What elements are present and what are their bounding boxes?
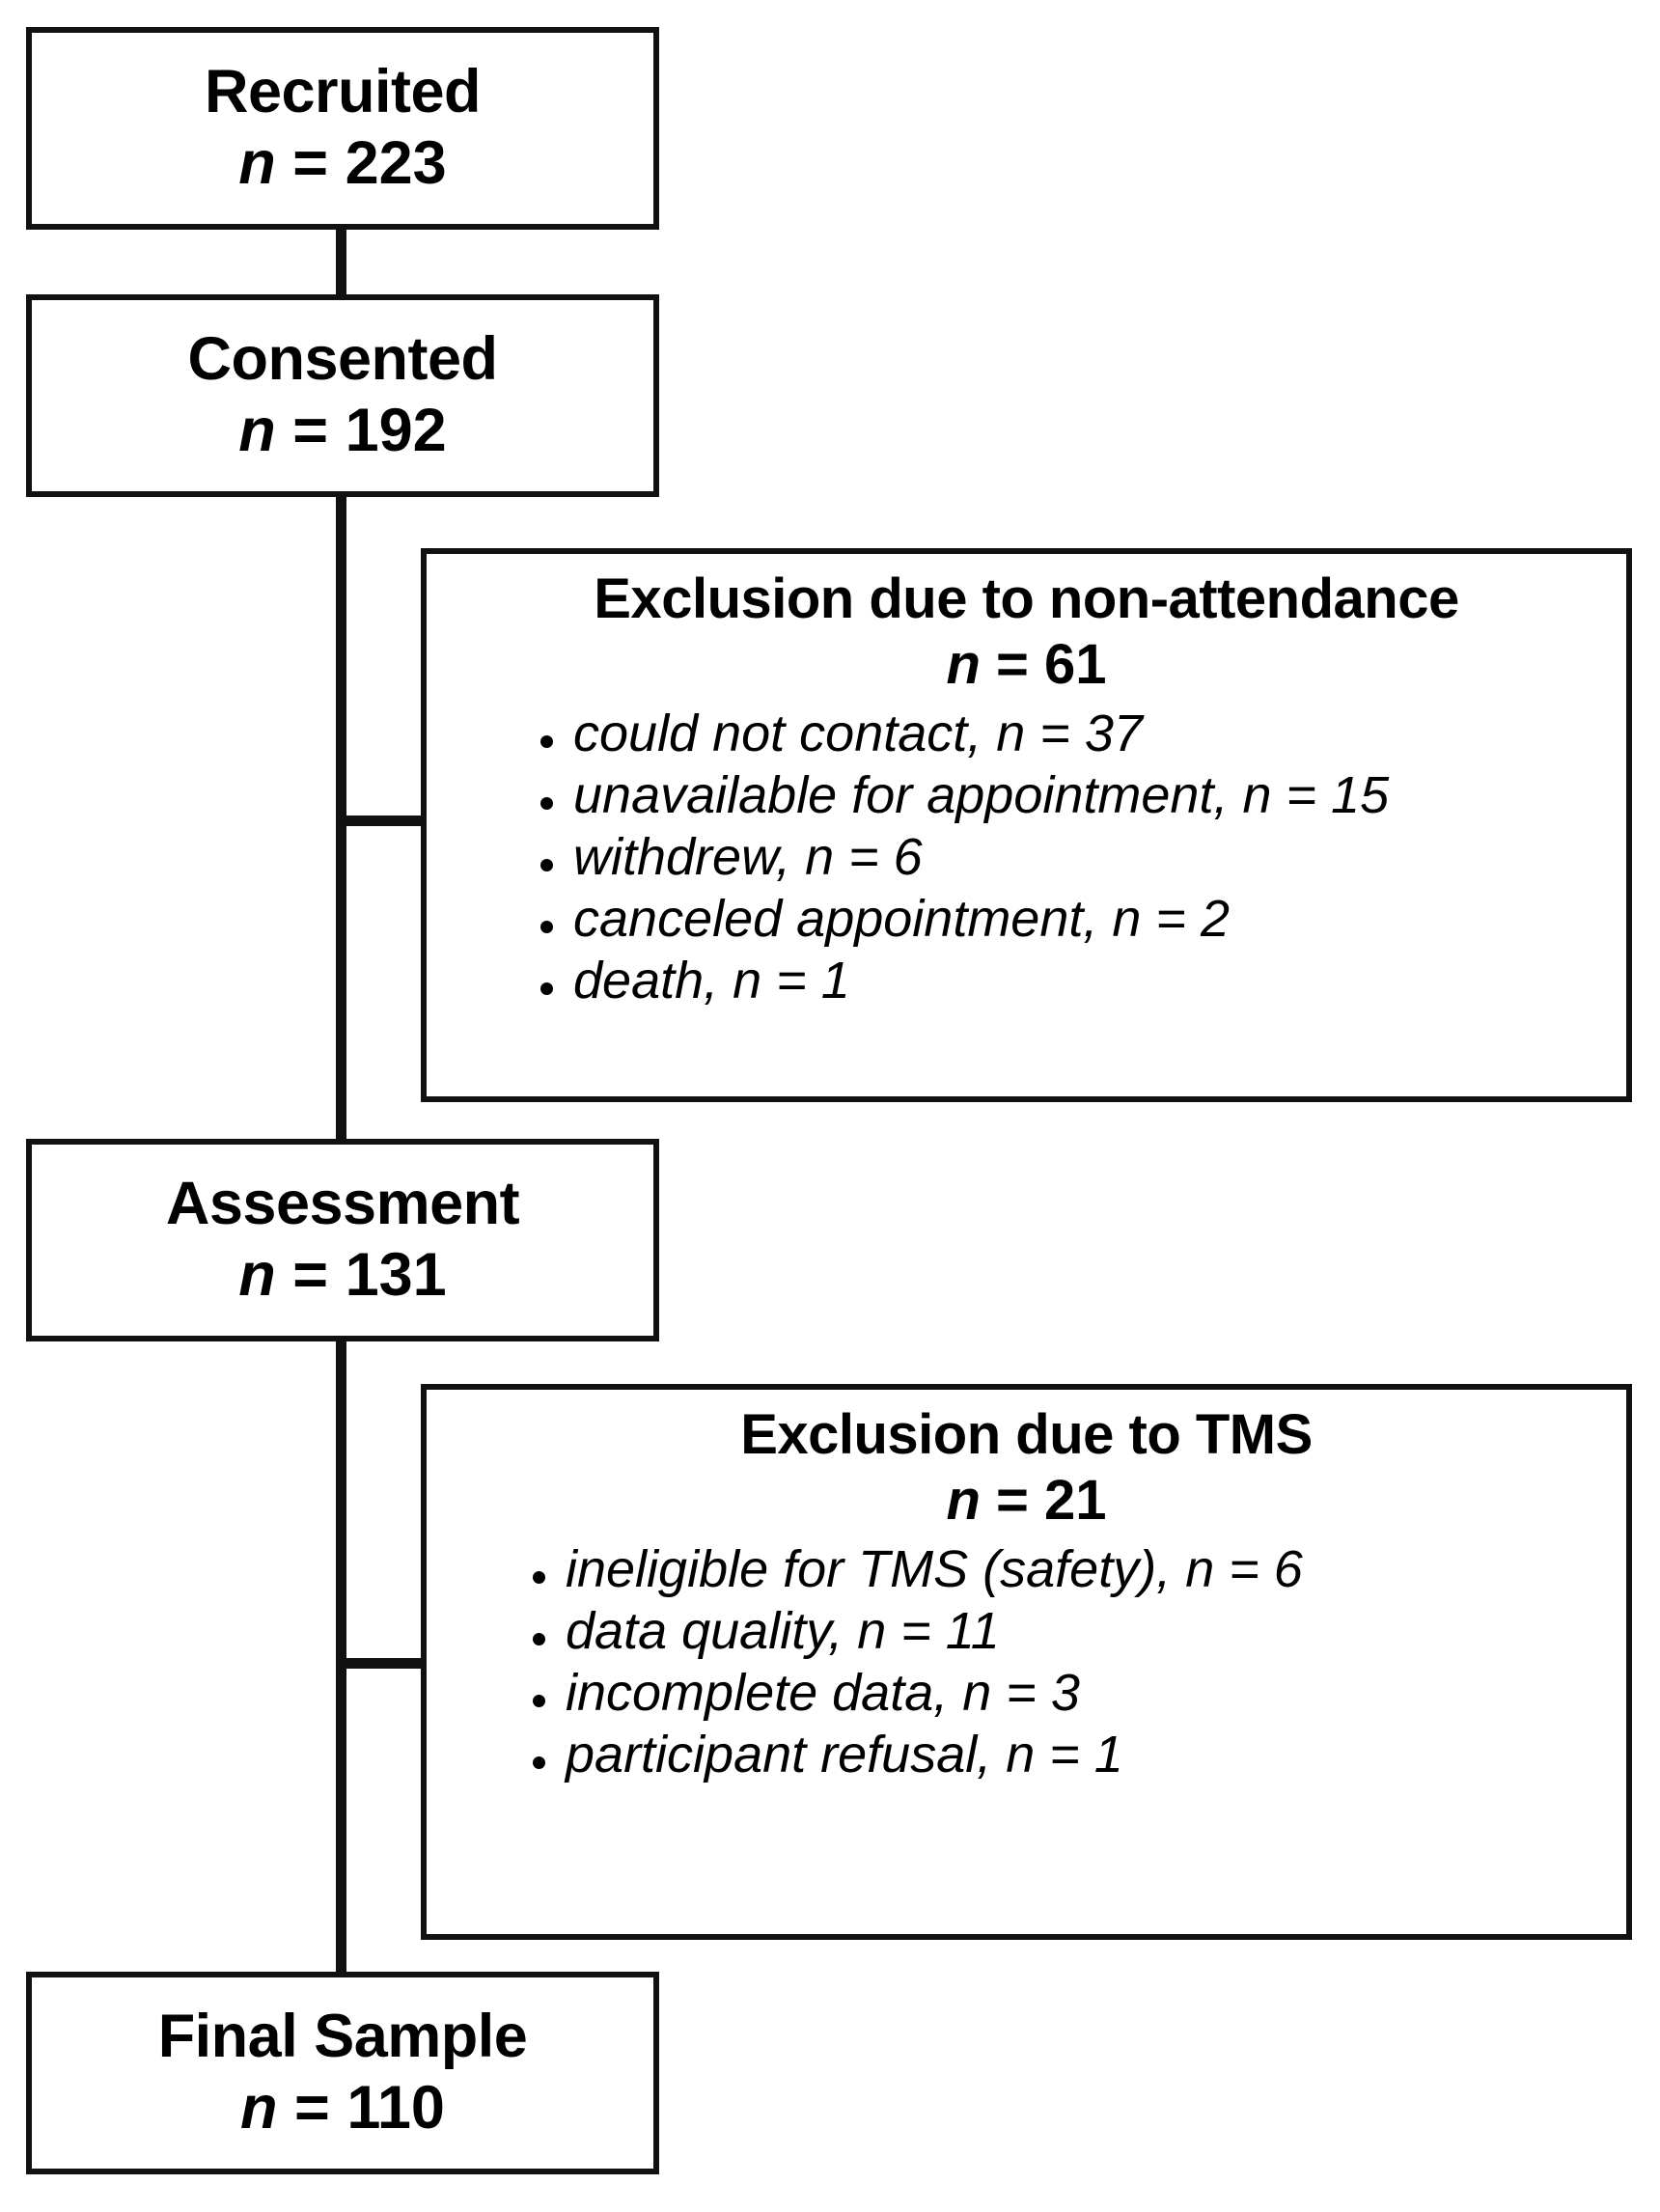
n-equals: =	[980, 633, 1045, 696]
n-value: 131	[345, 1241, 447, 1309]
node-final-sample-title: Final Sample	[157, 2003, 528, 2070]
list-item: incomplete data, n = 3	[533, 1662, 1626, 1724]
node-consented-count: n = 192	[238, 394, 446, 467]
connector-stub-non-attendance	[345, 816, 427, 826]
n-symbol: n	[240, 2074, 278, 2142]
n-symbol: n	[238, 129, 276, 197]
n-symbol: n	[238, 397, 276, 464]
n-symbol: n	[946, 1469, 981, 1532]
n-equals: =	[275, 1241, 346, 1309]
exclusion-tms-reasons: ineligible for TMS (safety), n = 6 data …	[427, 1538, 1626, 1785]
list-item: unavailable for appointment, n = 15	[540, 764, 1626, 826]
exclusion-tms-title: Exclusion due to TMS	[740, 1403, 1313, 1466]
exclusion-non-attendance-reasons: could not contact, n = 37 unavailable fo…	[427, 703, 1626, 1011]
node-assessment-count: n = 131	[238, 1238, 446, 1312]
n-equals: =	[980, 1469, 1045, 1532]
n-equals: =	[277, 2074, 347, 2142]
n-value: 110	[346, 2074, 445, 2142]
list-item: data quality, n = 11	[533, 1600, 1626, 1662]
node-recruited-count: n = 223	[238, 126, 446, 200]
list-item: could not contact, n = 37	[540, 703, 1626, 764]
node-final-sample: Final Sample n = 110	[26, 1972, 659, 2174]
exclusion-non-attendance-title: Exclusion due to non-attendance	[594, 567, 1459, 630]
connector-stub-tms	[345, 1658, 427, 1669]
node-exclusion-non-attendance: Exclusion due to non-attendance n = 61 c…	[421, 548, 1632, 1102]
node-final-sample-count: n = 110	[240, 2071, 445, 2144]
node-consented-title: Consented	[187, 325, 498, 393]
node-assessment-title: Assessment	[165, 1170, 520, 1237]
exclusion-tms-count: n = 21	[427, 1467, 1626, 1535]
exclusion-non-attendance-count: n = 61	[427, 631, 1626, 699]
n-value: 61	[1044, 633, 1107, 696]
list-item: death, n = 1	[540, 950, 1626, 1011]
n-symbol: n	[238, 1241, 276, 1309]
n-equals: =	[275, 129, 346, 197]
n-equals: =	[275, 397, 346, 464]
connector-consented-to-assessment	[336, 491, 346, 1144]
node-consented: Consented n = 192	[26, 294, 659, 497]
node-assessment: Assessment n = 131	[26, 1139, 659, 1341]
n-value: 21	[1044, 1469, 1107, 1532]
n-value: 192	[345, 397, 447, 464]
node-recruited-title: Recruited	[204, 58, 482, 125]
list-item: participant refusal, n = 1	[533, 1724, 1626, 1785]
n-symbol: n	[946, 633, 981, 696]
connector-assessment-to-final	[336, 1336, 346, 1977]
n-value: 223	[345, 129, 447, 197]
connector-recruited-to-consented	[336, 224, 346, 299]
node-exclusion-tms: Exclusion due to TMS n = 21 ineligible f…	[421, 1384, 1632, 1940]
list-item: ineligible for TMS (safety), n = 6	[533, 1538, 1626, 1600]
list-item: canceled appointment, n = 2	[540, 888, 1626, 950]
list-item: withdrew, n = 6	[540, 826, 1626, 888]
node-recruited: Recruited n = 223	[26, 27, 659, 230]
